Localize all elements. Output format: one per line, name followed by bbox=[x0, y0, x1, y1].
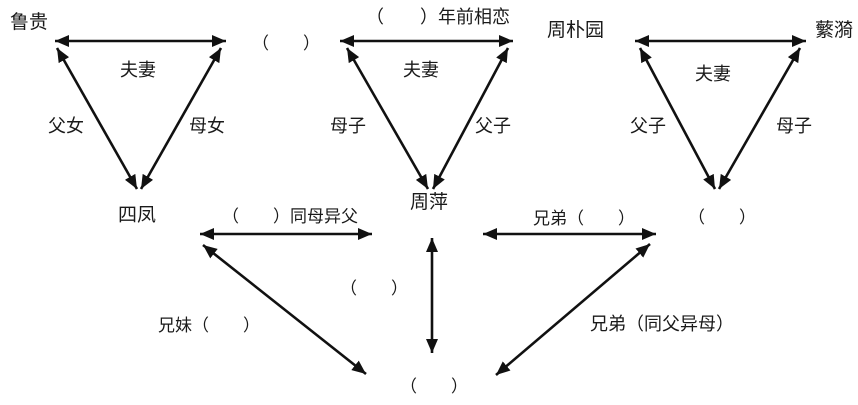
arrow-zhoupuyuan-son bbox=[638, 47, 717, 190]
label-brothers-blank: 兄弟（ ） bbox=[533, 209, 635, 229]
label-half-siblings-same-mother: （ ）同母异父 bbox=[222, 207, 358, 227]
node-si-feng: 四凤 bbox=[118, 204, 157, 226]
node-lu-gui: 鲁贵 bbox=[10, 11, 49, 33]
label-brothers-same-father: 兄弟（同父异母） bbox=[590, 314, 734, 335]
node-fan-yi: 蘩漪 bbox=[815, 19, 854, 41]
arrow-sifeng-bottom bbox=[202, 243, 367, 376]
label-years-ago-romance: （ ）年前相恋 bbox=[366, 7, 510, 28]
arrow-son-bottom bbox=[495, 243, 651, 376]
label-mother-son-right: 母子 bbox=[776, 116, 812, 137]
arrow-fanyi-son bbox=[717, 47, 802, 190]
label-father-daughter: 父女 bbox=[48, 116, 84, 137]
label-couple-middle: 夫妻 bbox=[403, 60, 439, 81]
label-father-son-right: 父子 bbox=[630, 116, 666, 137]
label-vertical-blank: （ ） bbox=[340, 279, 408, 299]
label-mother-son-middle: 母子 bbox=[330, 116, 366, 137]
arrow-spouse-zhouping bbox=[345, 47, 430, 190]
arrow-lugui-sifeng bbox=[55, 47, 139, 190]
label-couple-right: 夫妻 bbox=[695, 64, 731, 85]
arrow-spouse-sifeng bbox=[139, 47, 223, 190]
node-zhou-puyuan: 周朴园 bbox=[547, 19, 605, 41]
node-bottom-person-blank: （ ） bbox=[400, 377, 468, 397]
node-fan-yi-son-blank: （ ） bbox=[688, 208, 756, 228]
node-zhou-ping: 周萍 bbox=[410, 191, 449, 213]
label-mother-daughter: 母女 bbox=[189, 116, 225, 137]
node-lu-gui-spouse-blank: （ ） bbox=[252, 34, 320, 54]
label-father-son-middle: 父子 bbox=[475, 116, 511, 137]
arrow-zhoupuyuan-zhouping bbox=[431, 47, 510, 190]
label-brother-sister-blank: 兄妹（ ） bbox=[158, 316, 260, 336]
label-couple-left: 夫妻 bbox=[120, 60, 156, 81]
